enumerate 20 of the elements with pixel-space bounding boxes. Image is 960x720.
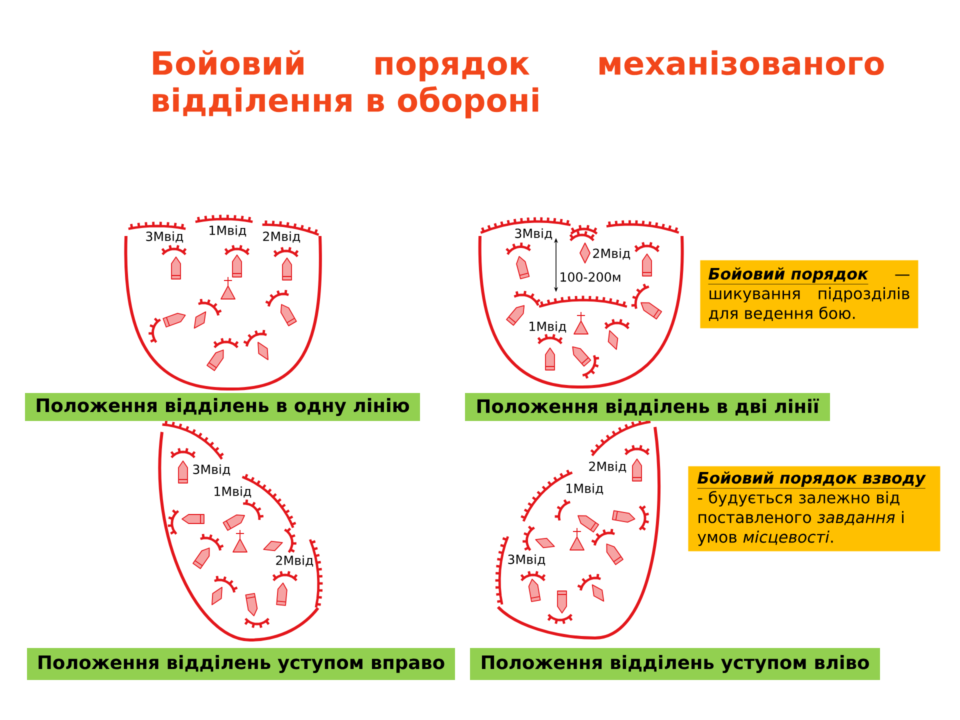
unit-label: 3Мвід: [193, 464, 230, 476]
unit-label: 1Мвід: [214, 486, 252, 498]
unit-label: 1Мвід: [566, 483, 604, 495]
caption-bar: Положення відділень уступом вліво: [470, 648, 880, 680]
caption-bar: Положення відділень в одну лінію: [25, 393, 420, 421]
unit-label: 3Мвід: [508, 554, 546, 566]
distance-label: 100-200м: [560, 272, 620, 282]
caption-bar: Положення відділень в дві лінії: [465, 393, 830, 421]
unit-label: 2Мвід: [263, 231, 300, 243]
definition-box: Бойовий порядок — шикування підрозділів для ведення бою.: [700, 260, 918, 328]
definition-box: Бойовий порядок взводу - будується залежно від поставленого завдання і умов місцевості.: [688, 466, 940, 552]
unit-label: 3Мвід: [146, 231, 184, 243]
unit-label: 2Мвід: [593, 248, 630, 260]
unit-label: 2Мвід: [589, 461, 626, 473]
unit-label: 1Мвід: [210, 225, 246, 237]
unit-label: 1Мвід: [530, 321, 566, 333]
unit-label: 2Мвід: [276, 555, 314, 567]
unit-label: 3Мвід: [515, 228, 552, 240]
caption-bar: Положення відділень уступом вправо: [27, 648, 455, 680]
title: Бойовий порядок механізованого відділення в обороні: [152, 50, 884, 118]
